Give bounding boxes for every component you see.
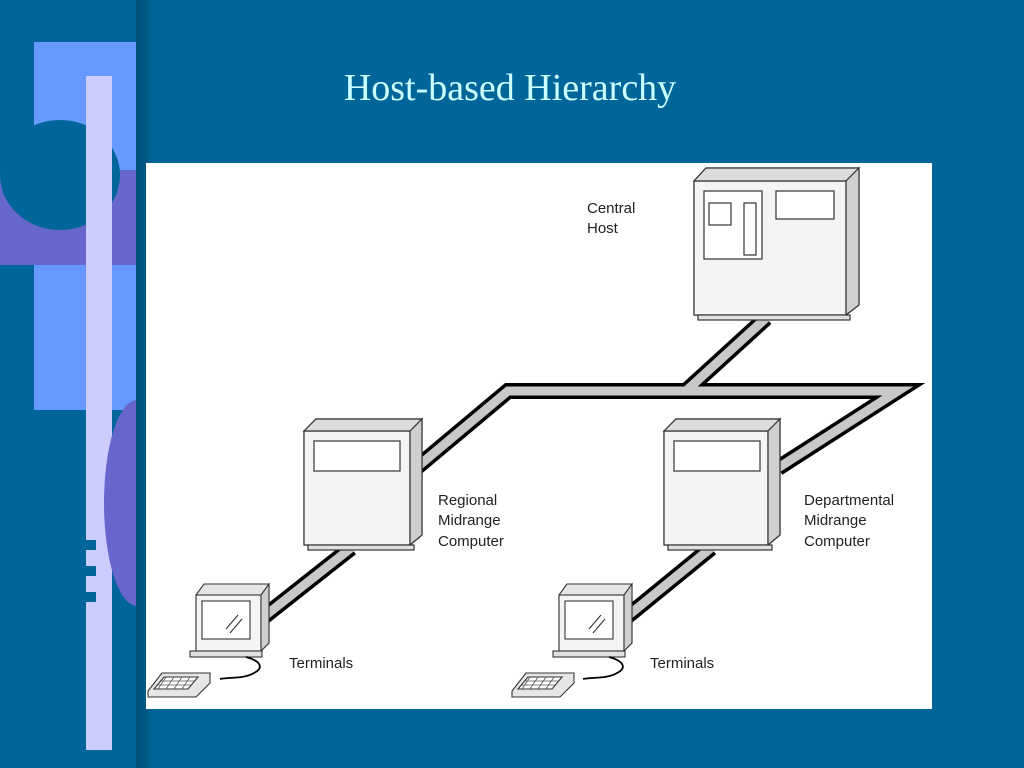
central-host-label: Central Host xyxy=(587,200,640,237)
terminal-right-icon xyxy=(511,582,633,698)
decor-vertical-bar xyxy=(86,76,112,750)
departmental-computer-icon xyxy=(662,417,782,551)
regional-computer-icon xyxy=(302,417,424,551)
diagram-panel: Central Host Regional Midrange Computer xyxy=(146,163,932,709)
regional-computer-label: Regional Midrange Computer xyxy=(438,492,505,550)
decor-notch xyxy=(82,566,96,576)
network-diagram: Central Host Regional Midrange Computer xyxy=(147,166,926,698)
departmental-computer-label: Departmental Midrange Computer xyxy=(804,492,898,550)
decor-notch xyxy=(82,540,96,550)
slide-title: Host-based Hierarchy xyxy=(343,67,677,109)
terminal-left-icon xyxy=(147,582,270,698)
central-host-icon xyxy=(692,166,861,321)
cable-network xyxy=(256,312,926,626)
decor-notch xyxy=(82,592,96,602)
terminals-left-label: Terminals xyxy=(289,655,353,672)
terminals-right-label: Terminals xyxy=(650,655,714,672)
